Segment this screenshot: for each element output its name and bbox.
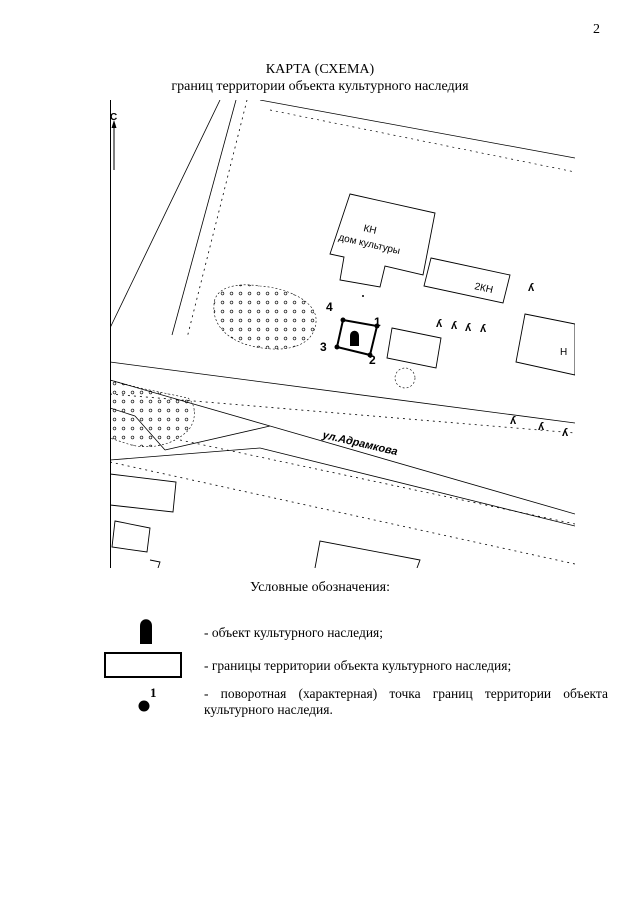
legend-row-point: 1 - поворотная (характерная) точка грани… — [0, 685, 640, 726]
legend-row-boundary: - границы территории объекта культурного… — [0, 652, 640, 692]
monument-icon — [140, 619, 152, 644]
tree-circle — [394, 367, 416, 389]
building-south-4 — [149, 559, 161, 568]
svg-text:ʎ: ʎ — [510, 415, 517, 427]
boundary-point-label-2: 2 — [369, 353, 376, 367]
svg-text:ʎ: ʎ — [528, 282, 535, 294]
boundary-point-icon — [334, 317, 380, 358]
legend-text-heritage: - объект культурного наследия; — [204, 625, 384, 640]
green-area-south — [110, 379, 195, 447]
legend-text-point-line-1: - поворотная (характерная) точка границ … — [204, 686, 608, 701]
building-2kn-label: 2КН — [473, 281, 494, 296]
monument-icon — [350, 330, 359, 346]
building-south-1 — [110, 473, 177, 513]
building-n-label: Н — [560, 347, 567, 358]
legend-text-boundary: - границы территории объекта культурного… — [204, 658, 512, 673]
building-2kn — [423, 257, 511, 304]
main-street — [110, 361, 575, 565]
building-south-2 — [111, 520, 151, 553]
boundary-point-icon — [138, 700, 150, 712]
boundary-point-label-3: 3 — [320, 340, 327, 354]
page-number: 2 — [593, 22, 600, 37]
culture-house-building — [329, 193, 436, 288]
map-title-line-1: КАРТА (СХЕМА) — [265, 62, 375, 77]
green-area-north — [213, 284, 317, 350]
svg-text:ʎ: ʎ — [538, 421, 545, 433]
svg-text:ʎ: ʎ — [562, 427, 569, 439]
tree-dot — [362, 295, 364, 297]
boundary-point-label-1: 1 — [374, 315, 381, 329]
legend-point-number: 1 — [150, 685, 157, 700]
legend-text-point: - поворотная (характерная) точка границ … — [204, 686, 608, 718]
small-building — [386, 327, 442, 369]
north-label: С — [110, 112, 117, 123]
north-road — [259, 100, 575, 173]
map-title: КАРТА (СХЕМА) границ территории объекта … — [0, 62, 640, 96]
building-south-3 — [314, 540, 421, 568]
culture-house-label-2: дом культуры — [337, 232, 401, 257]
svg-text:ʎ: ʎ — [480, 323, 487, 335]
culture-house-label-1: КН — [362, 223, 377, 237]
boundary-point-label-4: 4 — [326, 300, 333, 314]
svg-text:ʎ: ʎ — [451, 320, 458, 332]
boundary-rectangle-icon — [104, 652, 182, 678]
building-n — [515, 313, 575, 376]
map-title-line-2: границ территории объекта культурного на… — [171, 78, 469, 94]
heritage-boundary-map: С ул.Адрамкова КН дом культуры 2КН Н — [110, 100, 575, 568]
legend-heading: Условные обозначения: — [249, 580, 391, 595]
diagonal-road — [110, 100, 248, 339]
legend-row-heritage: - объект культурного наследия; — [0, 618, 640, 658]
svg-text:ʎ: ʎ — [436, 318, 443, 330]
svg-text:ʎ: ʎ — [465, 322, 472, 334]
north-arrow-icon — [111, 120, 117, 170]
legend-text-point-line-2: культурного наследия. — [204, 701, 333, 717]
